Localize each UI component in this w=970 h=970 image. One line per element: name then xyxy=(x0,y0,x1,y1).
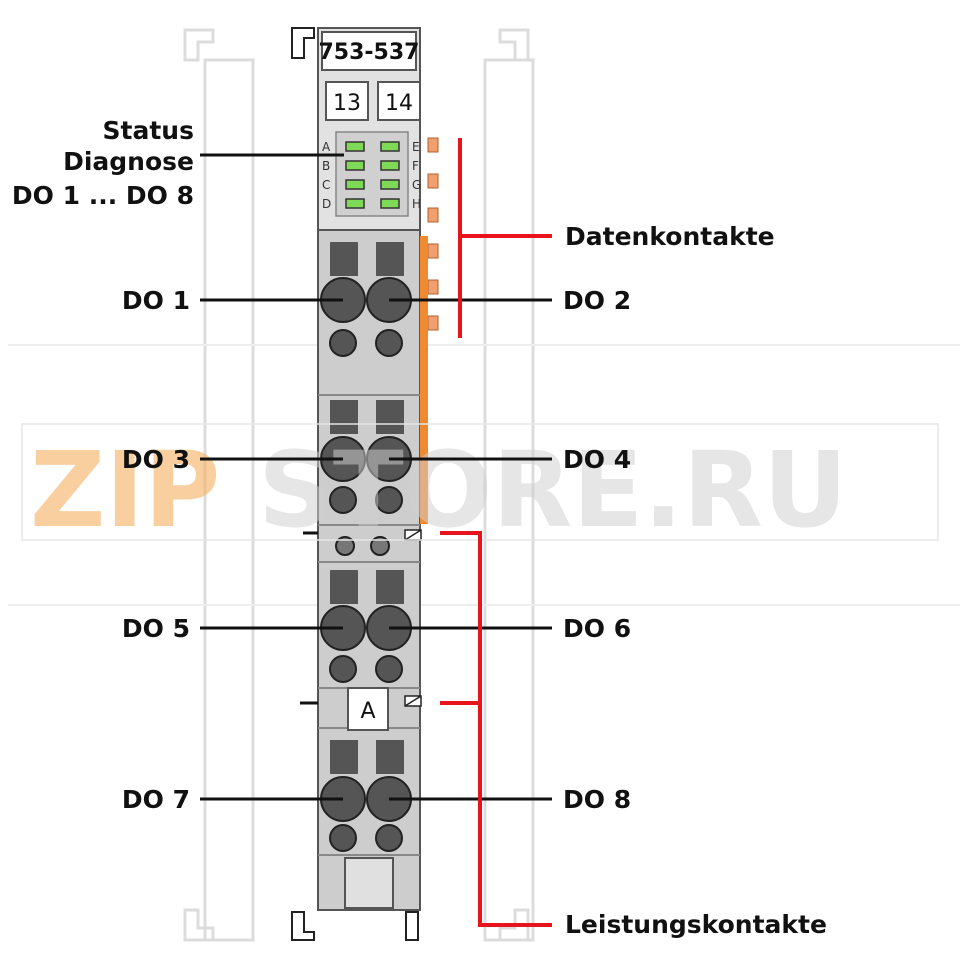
label-do5: DO 5 xyxy=(122,614,190,643)
background-outline xyxy=(8,28,960,942)
led-letter-a: A xyxy=(322,140,331,154)
watermark-store: STORE.RU xyxy=(258,429,847,551)
power-rail xyxy=(420,236,428,524)
label-do7: DO 7 xyxy=(122,785,190,814)
label-do3: DO 3 xyxy=(122,445,190,474)
leader-lines xyxy=(200,153,552,801)
marker-a-group xyxy=(300,687,422,731)
marker-14-label: 14 xyxy=(385,91,413,116)
label-do4: DO 4 xyxy=(563,445,631,474)
data-contacts xyxy=(427,137,439,331)
marker-14 xyxy=(377,81,421,121)
watermark: ZIP STORE.RU xyxy=(21,423,939,551)
label-do6: DO 6 xyxy=(563,614,631,643)
led-letter-g: G xyxy=(412,178,421,192)
led-letter-h: H xyxy=(412,197,421,211)
watermark-zip: ZIP xyxy=(30,429,220,551)
led-letter-c: C xyxy=(322,178,330,192)
label-datenkontakte: Datenkontakte xyxy=(565,222,775,251)
led-a xyxy=(345,141,365,152)
led-letter-f: F xyxy=(412,159,419,173)
small-terminals xyxy=(303,529,422,556)
label-do2: DO 2 xyxy=(563,286,631,315)
marker-a: A xyxy=(360,699,375,724)
marker-13-label: 13 xyxy=(333,91,361,116)
led-d xyxy=(345,198,365,209)
led-c xyxy=(345,179,365,190)
led-f xyxy=(380,160,400,171)
label-diagnose: Diagnose xyxy=(63,147,194,176)
label-do1-do8: DO 1 ... DO 8 xyxy=(12,181,194,210)
part-number: 753-537 xyxy=(319,40,420,65)
power-contacts-bracket xyxy=(440,531,552,927)
led-letter-e: E xyxy=(412,140,420,154)
led-b xyxy=(345,160,365,171)
part-number-plate xyxy=(321,31,417,71)
led-letter-b: B xyxy=(322,159,330,173)
label-do8: DO 8 xyxy=(563,785,631,814)
data-contacts-bracket xyxy=(458,138,552,338)
led-g xyxy=(380,179,400,190)
label-leistungskontakte: Leistungskontakte xyxy=(565,910,827,939)
led-h xyxy=(380,198,400,209)
marker-13 xyxy=(325,81,369,121)
label-do1: DO 1 xyxy=(122,286,190,315)
led-array xyxy=(345,141,400,209)
label-status: Status xyxy=(103,116,194,145)
led-e xyxy=(380,141,400,152)
led-letter-d: D xyxy=(322,197,331,211)
